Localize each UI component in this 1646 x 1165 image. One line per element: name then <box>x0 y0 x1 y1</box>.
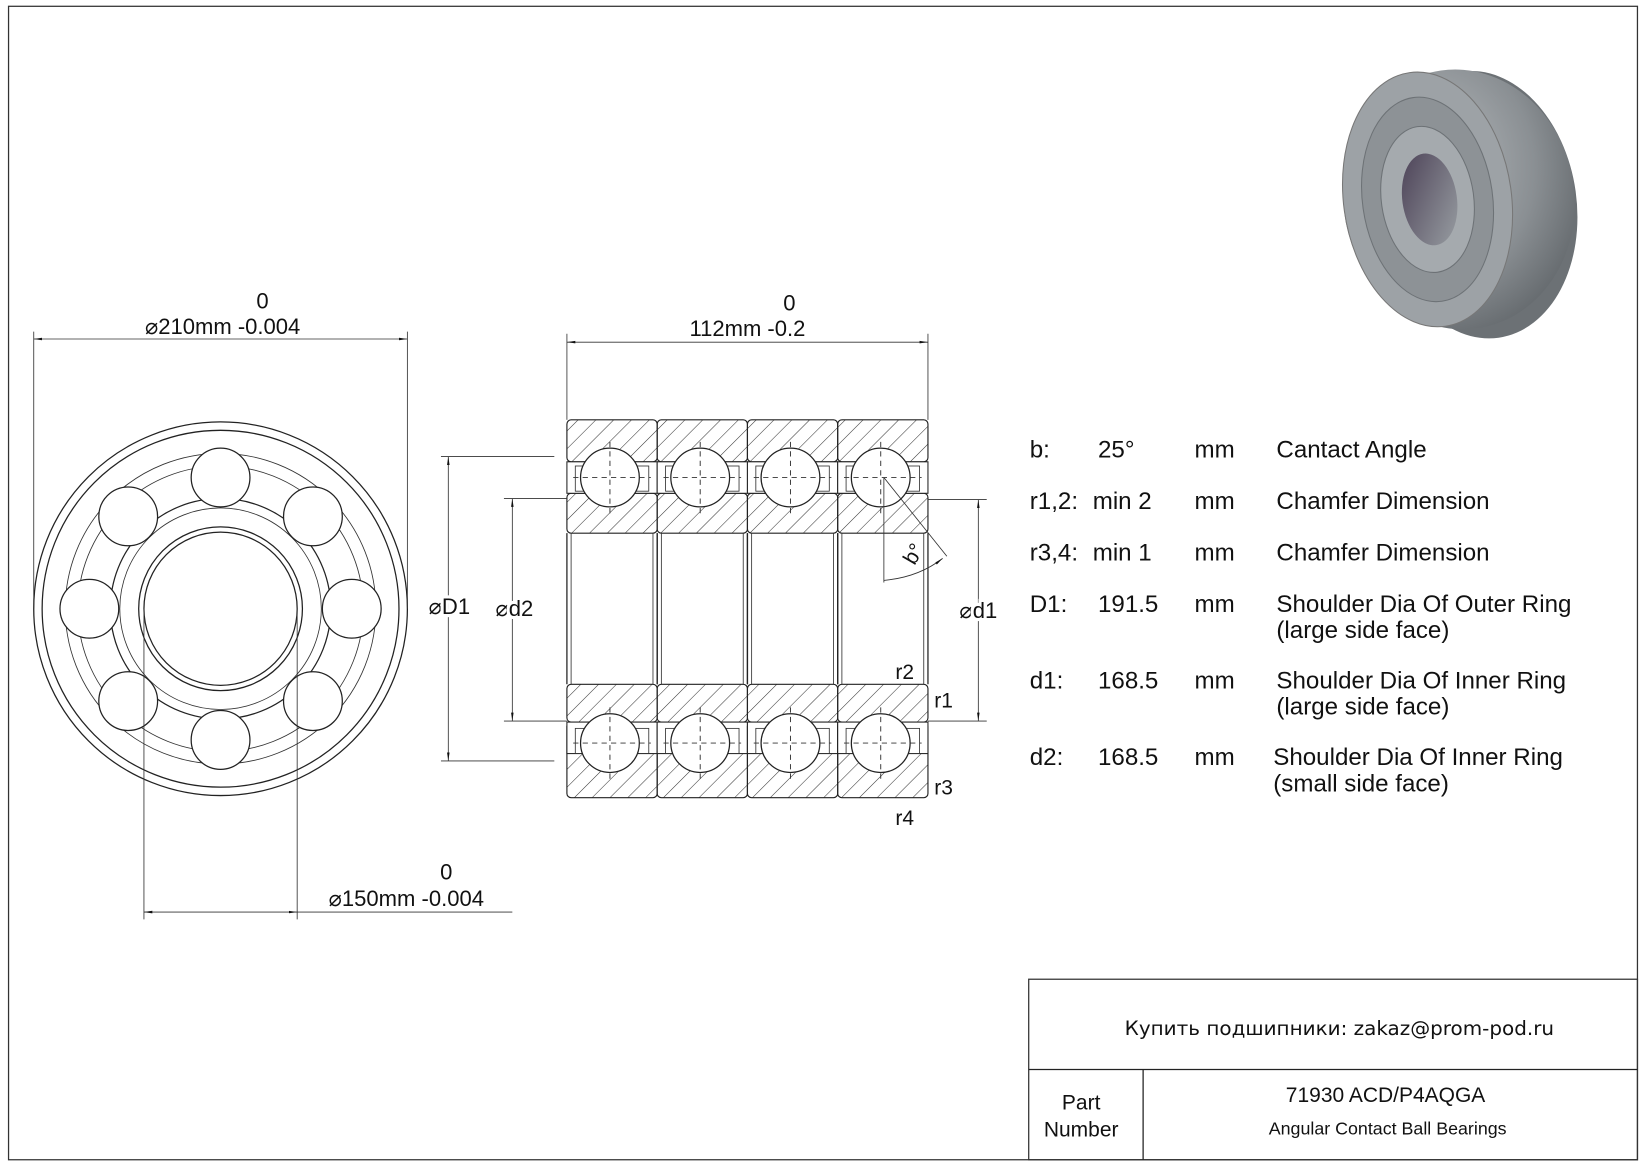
bore-dia-label: 150mm -0.004 <box>342 886 484 911</box>
angle-label: b° <box>899 540 929 569</box>
spec-value: 191.5 <box>1098 591 1158 618</box>
outer-dia-label: 210mm -0.004 <box>158 314 300 339</box>
spec-description: Shoulder Dia Of Inner Ring <box>1276 668 1566 695</box>
front-view <box>33 331 513 920</box>
spec-unit: mm <box>1195 668 1235 695</box>
spec-value: 25° <box>1098 437 1134 464</box>
spec-description-note: (small side face) <box>1273 770 1449 797</box>
spec-description: Shoulder Dia Of Inner Ring <box>1273 744 1563 771</box>
spec-key: d1: <box>1030 668 1064 695</box>
outer-dia-tolerance-upper: 0 <box>256 289 268 314</box>
title-block <box>1028 978 1639 1161</box>
drawing-border <box>7 5 1639 1161</box>
width-dimension: 112mm -0.2 <box>689 316 805 341</box>
spec-key: r3,4: <box>1030 539 1078 566</box>
spec-unit: mm <box>1195 437 1235 464</box>
spec-description: Chamfer Dimension <box>1276 539 1489 566</box>
contact-text: Купить подшипники: zakaz@prom-pod.ru <box>1125 1016 1554 1040</box>
spec-row: d2: 168.5 mm Shoulder Dia Of Inner Ring(sma… <box>1030 744 1563 797</box>
part-type: Angular Contact Ball Bearings <box>1269 1119 1507 1139</box>
section-view <box>566 419 929 799</box>
d2-dimension: ⌀d2 <box>496 596 534 621</box>
spec-unit: mm <box>1195 488 1235 515</box>
outer-dia-dimension: ⌀210mm -0.004 <box>145 314 300 339</box>
r1-label: r1 <box>934 689 953 712</box>
spec-value: 168.5 <box>1098 744 1158 771</box>
bearing-3d-render <box>1341 69 1578 339</box>
spec-description: Shoulder Dia Of Outer Ring <box>1276 591 1571 618</box>
spec-row: r3,4: min 1 mm Chamfer Dimension <box>1030 539 1490 566</box>
section-dimensions <box>440 333 987 762</box>
bore-dia-dimension: ⌀150mm -0.004 <box>329 886 484 911</box>
spec-value: 168.5 <box>1098 668 1158 695</box>
spec-unit: mm <box>1195 744 1235 771</box>
spec-row: r1,2: min 2 mm Chamfer Dimension <box>1030 488 1490 515</box>
spec-description: Cantact Angle <box>1276 437 1426 464</box>
spec-description-note: (large side face) <box>1276 694 1449 721</box>
spec-row: D1: 191.5 mm Shoulder Dia Of Outer Ring(lar… <box>1030 591 1572 644</box>
bore-dia-tolerance-upper: 0 <box>440 860 452 885</box>
diameter-symbol: ⌀ <box>145 314 158 339</box>
spec-unit: mm <box>1195 591 1235 618</box>
spec-key: r1,2: <box>1030 488 1078 515</box>
d1-label: d1 <box>973 598 998 623</box>
part-label-line2: Number <box>1044 1119 1119 1142</box>
d2-label: d2 <box>509 596 534 621</box>
D1-label: D1 <box>442 594 470 619</box>
spec-row: b: 25° mm Cantact Angle <box>1030 437 1427 464</box>
r2-label: r2 <box>895 661 914 684</box>
diameter-symbol: ⌀ <box>959 598 972 623</box>
D1-dimension: ⌀D1 <box>429 594 470 619</box>
spec-key: D1: <box>1030 591 1068 618</box>
spec-key: b: <box>1030 437 1050 464</box>
width-tolerance-upper: 0 <box>783 291 795 316</box>
part-label-line1: Part <box>1062 1091 1101 1114</box>
d1-dimension: ⌀d1 <box>959 598 997 623</box>
spec-key: d2: <box>1030 744 1064 771</box>
part-number: 71930 ACD/P4AQGA <box>1286 1084 1485 1107</box>
diameter-symbol: ⌀ <box>496 596 509 621</box>
spec-row: d1: 168.5 mm Shoulder Dia Of Inner Ring(lar… <box>1030 668 1566 721</box>
spec-value: min 2 <box>1093 488 1152 515</box>
spec-description: Chamfer Dimension <box>1276 488 1489 515</box>
spec-unit: mm <box>1195 539 1235 566</box>
spec-value: min 1 <box>1093 539 1152 566</box>
spec-description-note: (large side face) <box>1276 617 1449 644</box>
r4-label: r4 <box>895 807 914 830</box>
r3-label: r3 <box>934 777 953 800</box>
diameter-symbol: ⌀ <box>329 886 342 911</box>
diameter-symbol: ⌀ <box>429 594 442 619</box>
